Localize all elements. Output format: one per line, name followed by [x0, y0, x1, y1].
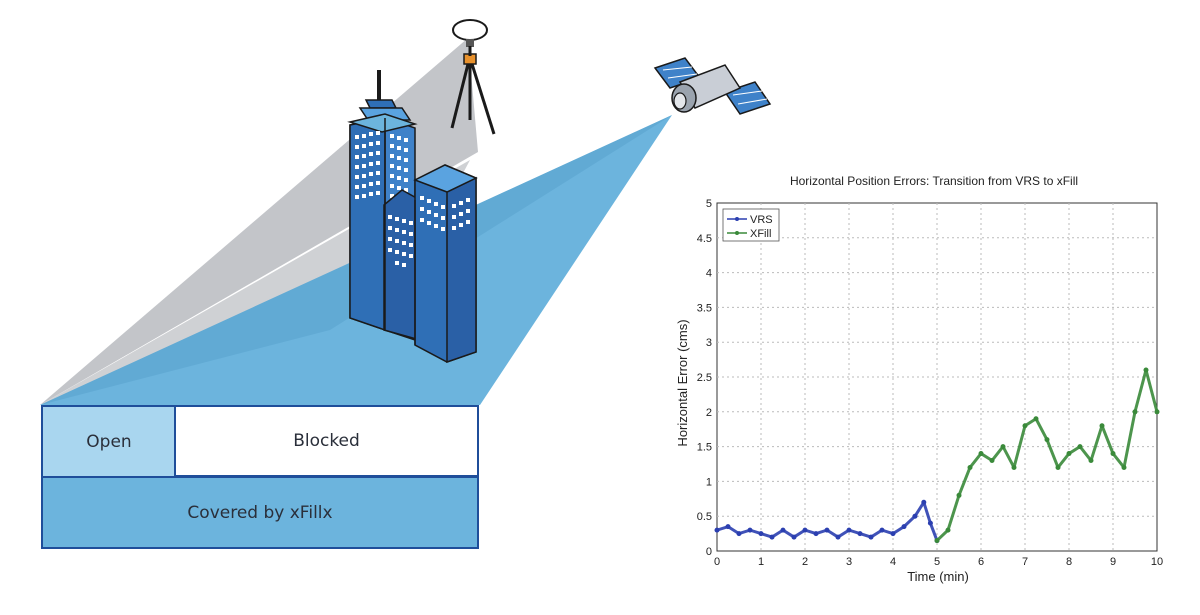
- data-point-xfill: [1022, 423, 1028, 429]
- data-point-vrs: [758, 531, 764, 537]
- y-tick-label: 3: [706, 337, 712, 349]
- covered-label: Covered by xFillx: [187, 502, 333, 523]
- covered-region-box: Covered by xFillx: [41, 476, 479, 549]
- data-point-vrs: [736, 531, 742, 537]
- data-point-xfill: [989, 458, 995, 464]
- x-tick-label: 0: [714, 556, 720, 568]
- data-point-vrs: [725, 524, 731, 530]
- chart-title: Horizontal Position Errors: Transition f…: [790, 174, 1078, 188]
- data-point-vrs: [824, 527, 830, 533]
- x-tick-label: 4: [890, 556, 896, 568]
- data-point-xfill: [1000, 444, 1006, 450]
- data-point-vrs: [921, 499, 927, 505]
- data-point-xfill: [1099, 423, 1105, 429]
- data-point-vrs: [714, 527, 720, 533]
- data-point-xfill: [1110, 451, 1116, 457]
- building-icon: [347, 70, 478, 364]
- open-region-box: Open: [41, 405, 175, 477]
- data-point-vrs: [868, 534, 874, 540]
- data-point-vrs: [802, 527, 808, 533]
- legend-label-xfill: XFill: [750, 228, 771, 240]
- data-point-xfill: [978, 451, 984, 457]
- data-point-xfill: [934, 538, 940, 544]
- y-tick-label: 1: [706, 476, 712, 488]
- data-point-xfill: [1011, 464, 1017, 470]
- series-line-vrs: [716, 500, 939, 542]
- data-point-xfill: [1121, 464, 1127, 470]
- chart-xlabel: Time (min): [907, 569, 969, 584]
- data-point-xfill: [945, 527, 951, 533]
- y-tick-label: 5: [706, 198, 712, 210]
- y-tick-label: 4: [706, 268, 712, 280]
- gnss-receiver-tripod-icon: [450, 19, 496, 135]
- x-tick-label: 5: [934, 556, 940, 568]
- data-point-vrs: [780, 527, 786, 533]
- x-tick-label: 2: [802, 556, 808, 568]
- data-point-xfill: [1055, 464, 1061, 470]
- y-tick-label: 2: [706, 407, 712, 419]
- y-tick-label: 2.5: [697, 372, 712, 384]
- y-tick-label: 3.5: [697, 302, 712, 314]
- chart-ylabel: Horizontal Error (cms): [675, 319, 690, 446]
- data-point-xfill: [1077, 444, 1083, 450]
- x-tick-label: 9: [1110, 556, 1116, 568]
- data-point-vrs: [901, 524, 907, 530]
- legend-marker-vrs: [735, 217, 739, 221]
- blocked-region-box: Blocked: [174, 405, 479, 477]
- data-point-xfill: [967, 464, 973, 470]
- open-label: Open: [86, 432, 132, 452]
- data-point-vrs: [769, 534, 775, 540]
- data-point-xfill: [1132, 409, 1138, 415]
- x-tick-label: 10: [1151, 556, 1163, 568]
- x-tick-label: 3: [846, 556, 852, 568]
- y-tick-label: 0.5: [697, 511, 712, 523]
- y-tick-label: 4.5: [697, 233, 712, 245]
- chart-legend: [722, 208, 780, 242]
- x-tick-label: 8: [1066, 556, 1072, 568]
- y-tick-label: 0: [706, 546, 712, 558]
- data-point-xfill: [1088, 458, 1094, 464]
- x-tick-label: 1: [758, 556, 764, 568]
- error-chart: Horizontal Position Errors: Transition f…: [675, 174, 1163, 584]
- x-tick-label: 7: [1022, 556, 1028, 568]
- legend-label-vrs: VRS: [750, 214, 773, 226]
- data-point-vrs: [791, 534, 797, 540]
- legend-marker-xfill: [735, 231, 739, 235]
- data-point-vrs: [846, 527, 852, 533]
- data-point-vrs: [835, 534, 841, 540]
- data-point-vrs: [813, 531, 819, 537]
- data-point-vrs: [927, 520, 933, 526]
- x-tick-label: 6: [978, 556, 984, 568]
- data-point-xfill: [956, 492, 962, 498]
- blocked-label: Blocked: [293, 431, 360, 451]
- data-point-vrs: [747, 527, 753, 533]
- data-point-vrs: [890, 531, 896, 537]
- data-point-xfill: [1143, 367, 1149, 373]
- data-point-xfill: [1154, 409, 1160, 415]
- data-point-vrs: [912, 513, 918, 519]
- data-point-xfill: [1044, 437, 1050, 443]
- satellite-icon: [653, 57, 772, 115]
- data-point-vrs: [857, 531, 863, 537]
- y-tick-label: 1.5: [697, 442, 712, 454]
- data-point-xfill: [1033, 416, 1039, 422]
- data-point-vrs: [879, 527, 885, 533]
- data-point-xfill: [1066, 451, 1072, 457]
